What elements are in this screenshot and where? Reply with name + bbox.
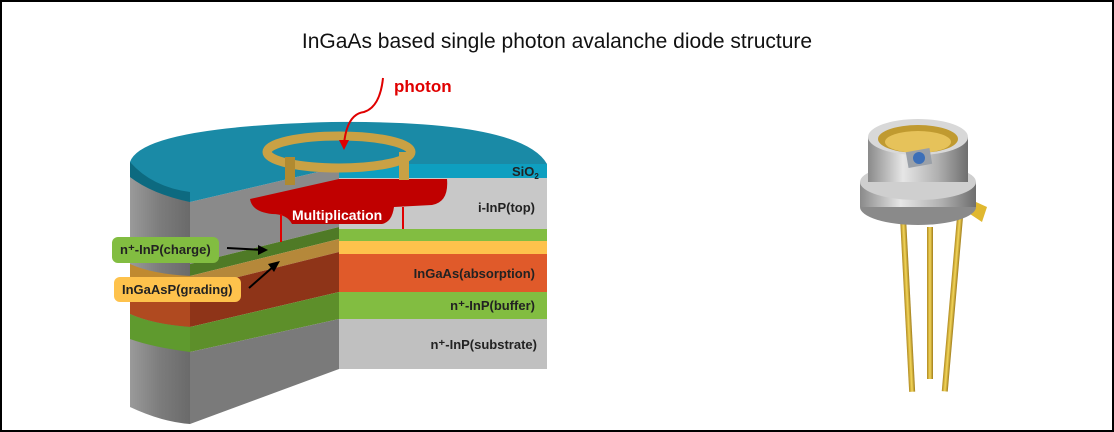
photon-arrowhead (339, 140, 349, 150)
i-inp-top-label: i-InP(top) (478, 200, 535, 215)
grading-callout: InGaAsP(grading) (114, 277, 241, 302)
buffer-label: n⁺-InP(buffer) (450, 298, 535, 313)
sio2-label: SiO2 (512, 164, 539, 181)
substrate-label: n⁺-InP(substrate) (430, 337, 537, 352)
photon-arrow (343, 77, 384, 145)
multiplication-region (250, 179, 448, 224)
photon-label: photon (394, 77, 452, 96)
absorption-label: InGaAs(absorption) (414, 266, 535, 281)
sio2-top-surface (130, 121, 547, 202)
layer-absorption (339, 254, 547, 292)
to-can-package-image (860, 119, 987, 392)
layer-grading (339, 241, 547, 254)
diagram-title: InGaAs based single photon avalanche dio… (301, 30, 813, 53)
layer-charge (339, 229, 547, 241)
layer-substrate (339, 319, 547, 369)
ring-contact (262, 131, 416, 185)
multiplication-label: Multiplication (292, 207, 382, 223)
layer-buffer (339, 292, 547, 319)
charge-callout: n⁺-InP(charge) (112, 237, 219, 263)
